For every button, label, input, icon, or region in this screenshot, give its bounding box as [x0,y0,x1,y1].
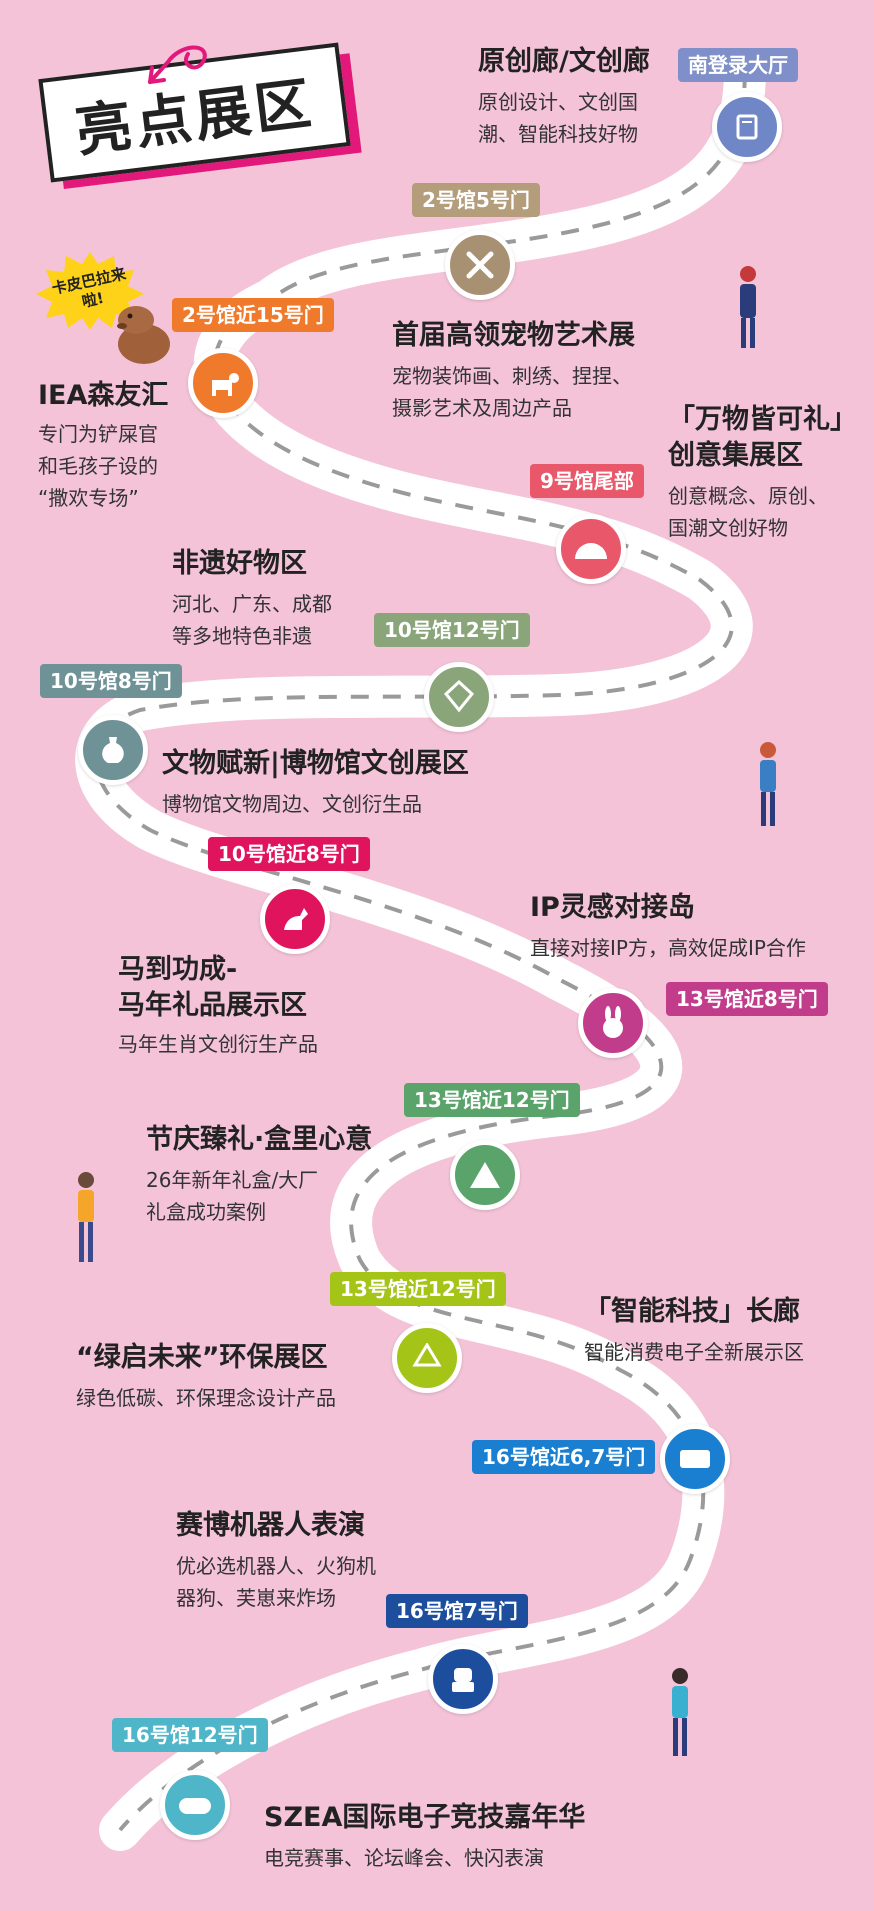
visitor-figure [740,266,756,348]
location-tag: 13号馆近12号门 [330,1272,506,1306]
location-tag: 2号馆近15号门 [172,298,334,332]
zone-title: 马年礼品展示区 [118,990,307,1021]
kite-icon [424,662,494,732]
zone-desc: 电竞赛事、论坛峰会、快闪表演 [264,1846,544,1870]
horse-icon [260,884,330,954]
zone-desc: “撒欢专场” [38,486,139,510]
zone-title: 「智能科技」长廊 [584,1296,800,1327]
location-tag: 16号馆7号门 [386,1594,528,1628]
location-tag: 16号馆12号门 [112,1718,268,1752]
starburst-badge [36,252,144,330]
rabbit-icon [578,988,648,1058]
zone-title: 非遗好物区 [172,548,307,579]
zone-desc: 器狗、芙崽来炸场 [176,1586,336,1610]
zone-title: 「万物皆可礼」 [668,404,857,435]
location-tag: 10号馆12号门 [374,613,530,647]
location-tag: 南登录大厅 [678,48,798,82]
zone-title: 原创廊/文创廊 [478,46,650,77]
recycle-icon [392,1323,462,1393]
location-tag: 10号馆近8号门 [208,837,370,871]
zone-desc: 马年生肖文创衍生产品 [118,1032,318,1056]
gamepad-icon [160,1770,230,1840]
keyboard-icon [660,1424,730,1494]
zone-desc: 绿色低碳、环保理念设计产品 [76,1386,336,1410]
vase-icon [78,715,148,785]
zone-desc: 礼盒成功案例 [146,1200,266,1224]
zone-desc: 创意概念、原创、 [668,484,828,508]
capybara-icon [117,306,170,364]
fan-icon [556,514,626,584]
location-tag: 10号馆8号门 [40,664,182,698]
zone-desc: 26年新年礼盒/大厂 [146,1168,319,1192]
swirl-arrow-icon [148,45,207,84]
zone-title: 赛博机器人表演 [176,1510,365,1541]
dog-icon [188,348,258,418]
location-tag: 9号馆尾部 [530,464,644,498]
zone-title: IP灵感对接岛 [530,892,695,923]
zone-desc: 国潮文创好物 [668,516,788,540]
zone-desc: 原创设计、文创国 [478,90,638,114]
zone-desc: 潮、智能科技好物 [478,122,638,146]
zone-desc: 直接对接IP方，高效促成IP合作 [530,936,806,960]
zone-desc: 河北、广东、成都 [172,592,332,616]
location-tag: 2号馆5号门 [412,183,540,217]
robot-icon [428,1644,498,1714]
zone-title: 文物赋新|博物馆文创展区 [162,748,469,779]
visitor-figure [78,1172,94,1262]
zone-desc: 优必选机器人、火狗机 [176,1554,376,1578]
book-icon [712,92,782,162]
zone-title: 创意集展区 [668,440,803,471]
location-tag: 13号馆近8号门 [666,982,828,1016]
zone-title: “绿启未来”环保展区 [76,1342,328,1373]
bone-icon [445,230,515,300]
zone-desc: 和毛孩子设的 [38,454,158,478]
zone-desc: 智能消费电子全新展示区 [584,1340,804,1364]
zone-desc: 宠物装饰画、刺绣、捏捏、 [392,364,632,388]
zone-title: IEA森友汇 [38,380,169,411]
zone-desc: 博物馆文物周边、文创衍生品 [162,792,422,816]
visitor-figure [672,1668,688,1756]
visitor-figure [760,742,776,826]
zone-title: 马到功成- [118,954,238,985]
zone-desc: 专门为铲屎官 [38,422,158,446]
zone-title: 首届高领宠物艺术展 [392,320,635,351]
zone-title: SZEA国际电子竞技嘉年华 [264,1802,586,1833]
zone-desc: 摄影艺术及周边产品 [392,396,572,420]
zone-title: 节庆臻礼·盒里心意 [146,1124,373,1155]
zongzi-icon [450,1140,520,1210]
location-tag: 16号馆近6,7号门 [472,1440,656,1474]
zone-desc: 等多地特色非遗 [172,624,312,648]
location-tag: 13号馆近12号门 [404,1083,580,1117]
